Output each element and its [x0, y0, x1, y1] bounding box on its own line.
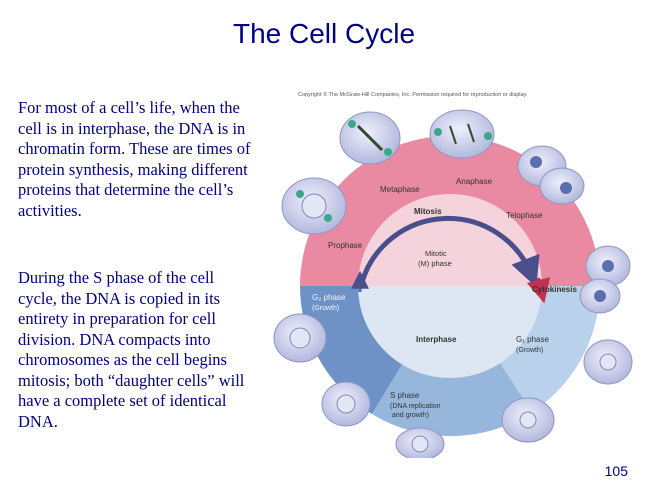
- mitotic-inner-segment: [358, 194, 542, 286]
- cell-cycle-diagram: Copyright © The McGraw-Hill Companies, I…: [273, 91, 633, 458]
- label-metaphase: Metaphase: [380, 185, 420, 194]
- label-g2-1: G₂ phase: [312, 293, 346, 302]
- paragraph-interphase: For most of a cell’s life, when the cell…: [18, 98, 251, 220]
- slide-title: The Cell Cycle: [232, 18, 416, 49]
- label-g1-2: (Growth): [516, 347, 543, 354]
- label-anaphase: Anaphase: [456, 177, 493, 186]
- label-interphase: Interphase: [416, 335, 457, 344]
- label-mitotic-2: (M) phase: [418, 259, 452, 268]
- label-s-1: S phase: [390, 391, 420, 400]
- cell-g1-right: [583, 339, 633, 385]
- mitosis-arrow: [359, 215, 540, 288]
- cell-metaphase: [339, 111, 401, 165]
- cell-s1: [321, 381, 371, 427]
- cell-anaphase: [429, 109, 495, 159]
- label-prophase: Prophase: [328, 241, 363, 250]
- label-cytokinesis: Cytokinesis: [532, 285, 577, 294]
- cell-cytokinesis: [579, 245, 631, 314]
- label-s-2: (DNA replication: [390, 403, 441, 410]
- cell-g1-lower: [501, 397, 555, 443]
- label-mitosis: Mitosis: [414, 207, 442, 216]
- cytokinesis-arrow: [526, 277, 551, 304]
- cell-s2: [395, 427, 445, 458]
- page-number: 105: [604, 463, 628, 479]
- copyright-notice: Copyright © The McGraw-Hill Companies, I…: [298, 91, 528, 98]
- cell-telophase: [517, 145, 585, 205]
- paragraph-s-phase: During the S phase of the cell cycle, th…: [18, 268, 245, 431]
- cell-g2: [273, 313, 327, 363]
- label-telophase: Telophase: [506, 211, 543, 220]
- label-g1-1: G₁ phase: [516, 335, 549, 344]
- label-mitotic-1: Mitotic: [425, 249, 447, 258]
- label-s-3: and growth): [392, 412, 429, 419]
- cell-prophase: [281, 177, 347, 235]
- label-g2-2: (Growth): [312, 305, 339, 312]
